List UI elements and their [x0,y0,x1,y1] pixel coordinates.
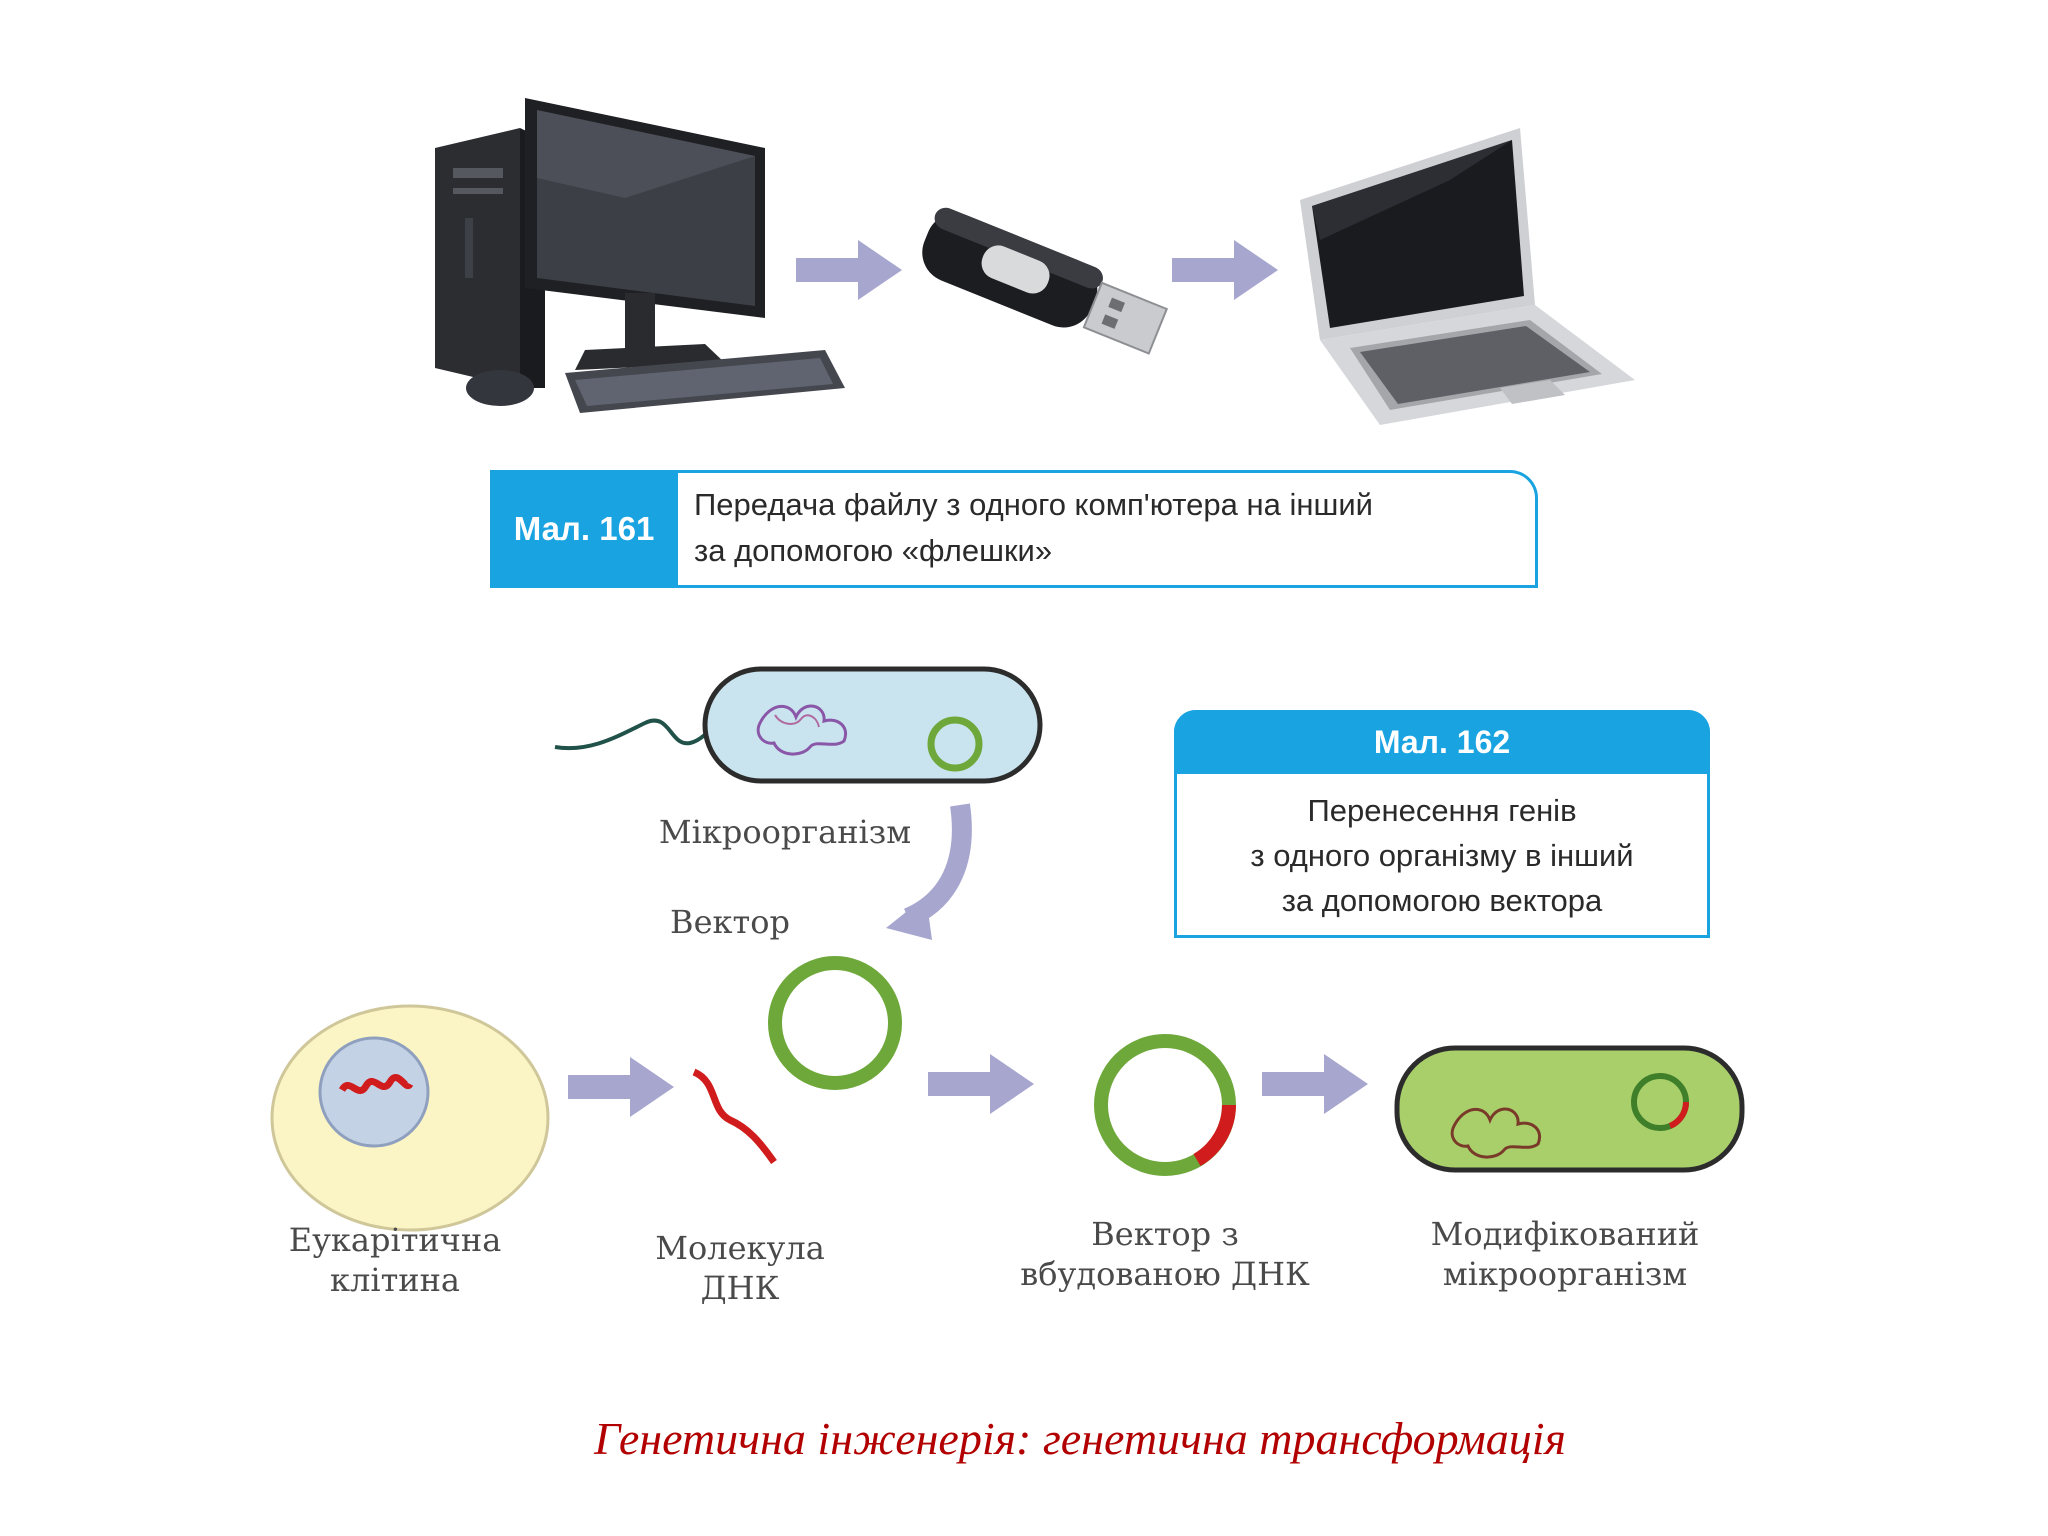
dna-molecule [692,1068,777,1165]
dna-molecule-label: Молекула ДНК [620,1228,860,1308]
eukaryotic-cell-label-line-1: Еукарітична [288,1221,502,1259]
usb-flash-drive-icon [922,207,1169,355]
desktop-computer-icon [435,98,845,413]
figure-162-caption-line-3: за допомогою вектора [1281,883,1603,918]
arrow-icon [928,1054,1034,1114]
eukaryotic-cell-label: Еукарітична клітина [250,1220,540,1300]
modified-microorganism-label: Модифікований мікроорганізм [1400,1214,1730,1294]
figure-162-label: Мал. 162 [1174,710,1710,774]
arrow-icon [1262,1054,1368,1114]
laptop-icon [1300,128,1635,425]
vector-with-dna-label-line-1: Вектор з [1091,1215,1239,1253]
microorganism-label: Мікроорганізм [658,813,912,851]
arrow-icon [1172,240,1278,300]
microorganism-cell [554,666,1043,784]
eukaryotic-cell [270,1004,550,1232]
vector-with-dna-label-line-2: вбудованою ДНК [1020,1255,1310,1293]
modified-microorganism-cell [1394,1045,1745,1173]
vector-with-dna [1094,1034,1236,1176]
arrow-icon [568,1057,674,1117]
curved-arrow-icon [886,803,972,940]
figure-162-caption-line-2: з одного організму в інший [1250,838,1634,873]
figure-161-caption-line-1: Передача файлу з одного комп'ютера на ін… [694,487,1373,522]
figure-161-caption-line-2: за допомогою «флешки» [694,533,1053,568]
dna-molecule-label-line-2: ДНК [700,1269,780,1307]
figure-162-caption-line-1: Перенесення генів [1307,793,1577,828]
modified-microorganism-label-line-1: Модифікований [1430,1215,1700,1253]
figure-161-label: Мал. 161 [490,470,678,588]
arrow-icon [796,240,902,300]
dna-molecule-label-line-1: Молекула [655,1229,825,1267]
vector-label: Вектор [670,903,790,941]
vector-with-dna-label: Вектор з вбудованою ДНК [990,1214,1340,1294]
page-footer-title: Генетична інженерія: генетична трансформ… [594,1413,1566,1464]
modified-microorganism-label-line-2: мікроорганізм [1442,1255,1688,1293]
figure-162-caption: Перенесення генів з одного організму в і… [1180,788,1704,923]
vector-plasmid [768,956,902,1090]
figure-161-caption: Передача файлу з одного комп'ютера на ін… [694,482,1514,574]
eukaryotic-cell-label-line-2: клітина [330,1261,460,1299]
